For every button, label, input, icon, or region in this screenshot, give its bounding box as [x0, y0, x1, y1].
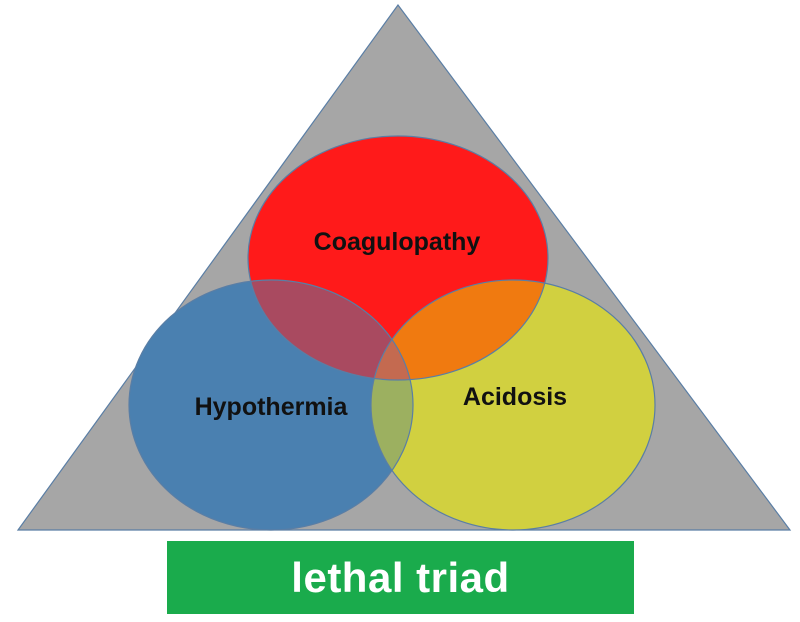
label-hypothermia: Hypothermia — [195, 393, 349, 421]
outline-hypothermia — [128, 279, 414, 531]
label-coagulopathy: Coagulopathy — [314, 228, 481, 256]
outline-acidosis — [370, 279, 656, 531]
lethal-triad-banner: lethal triad — [167, 541, 634, 614]
outline-coagulopathy — [247, 135, 549, 381]
label-acidosis: Acidosis — [463, 383, 567, 411]
overlap-coagulopathy-acidosis — [371, 280, 548, 380]
banner-label: lethal triad — [291, 553, 510, 601]
overlap-coagulopathy-hypothermia — [248, 280, 413, 380]
